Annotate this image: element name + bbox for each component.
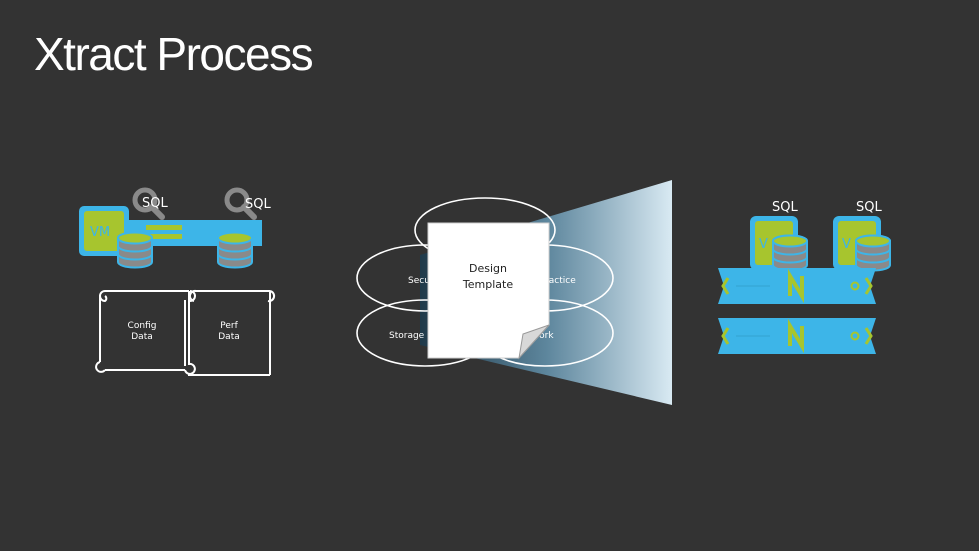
perf-data-document: Perf Data [184, 289, 276, 376]
config-data-document: Config Data [95, 290, 196, 375]
server-icon [716, 266, 878, 306]
database-icon [117, 231, 153, 269]
sql-label-target-left: SQL [772, 200, 798, 215]
source-environment: VM SQL SQL Config Data [79, 190, 276, 376]
database-icon [217, 231, 253, 269]
design-area: Security Best Practice Storage Network D… [356, 180, 672, 405]
design-template-page: Design Template [427, 222, 550, 360]
config-label-line1: Config [128, 321, 157, 331]
sql-label-source-right: SQL [245, 197, 271, 212]
source-vm: VM [79, 206, 129, 256]
database-icon [855, 234, 891, 272]
svg-text:V: V [842, 237, 851, 252]
server-icon [716, 316, 878, 356]
storage-label: Storage [389, 331, 425, 341]
database-icon [772, 234, 808, 272]
perf-label-line2: Data [218, 332, 240, 342]
sql-label-source-left: SQL [142, 196, 168, 211]
target-environment: SQL SQL V V [716, 200, 891, 356]
template-label-line1: Design [469, 262, 507, 275]
security-label: Security [408, 276, 446, 286]
perf-label-line1: Perf [220, 321, 238, 331]
page-title: Xtract Process [34, 28, 314, 80]
config-label-line2: Data [131, 332, 153, 342]
vm-label: VM [90, 225, 110, 240]
template-label-line2: Template [462, 278, 513, 291]
sql-label-target-right: SQL [856, 200, 882, 215]
svg-text:V: V [759, 237, 768, 252]
